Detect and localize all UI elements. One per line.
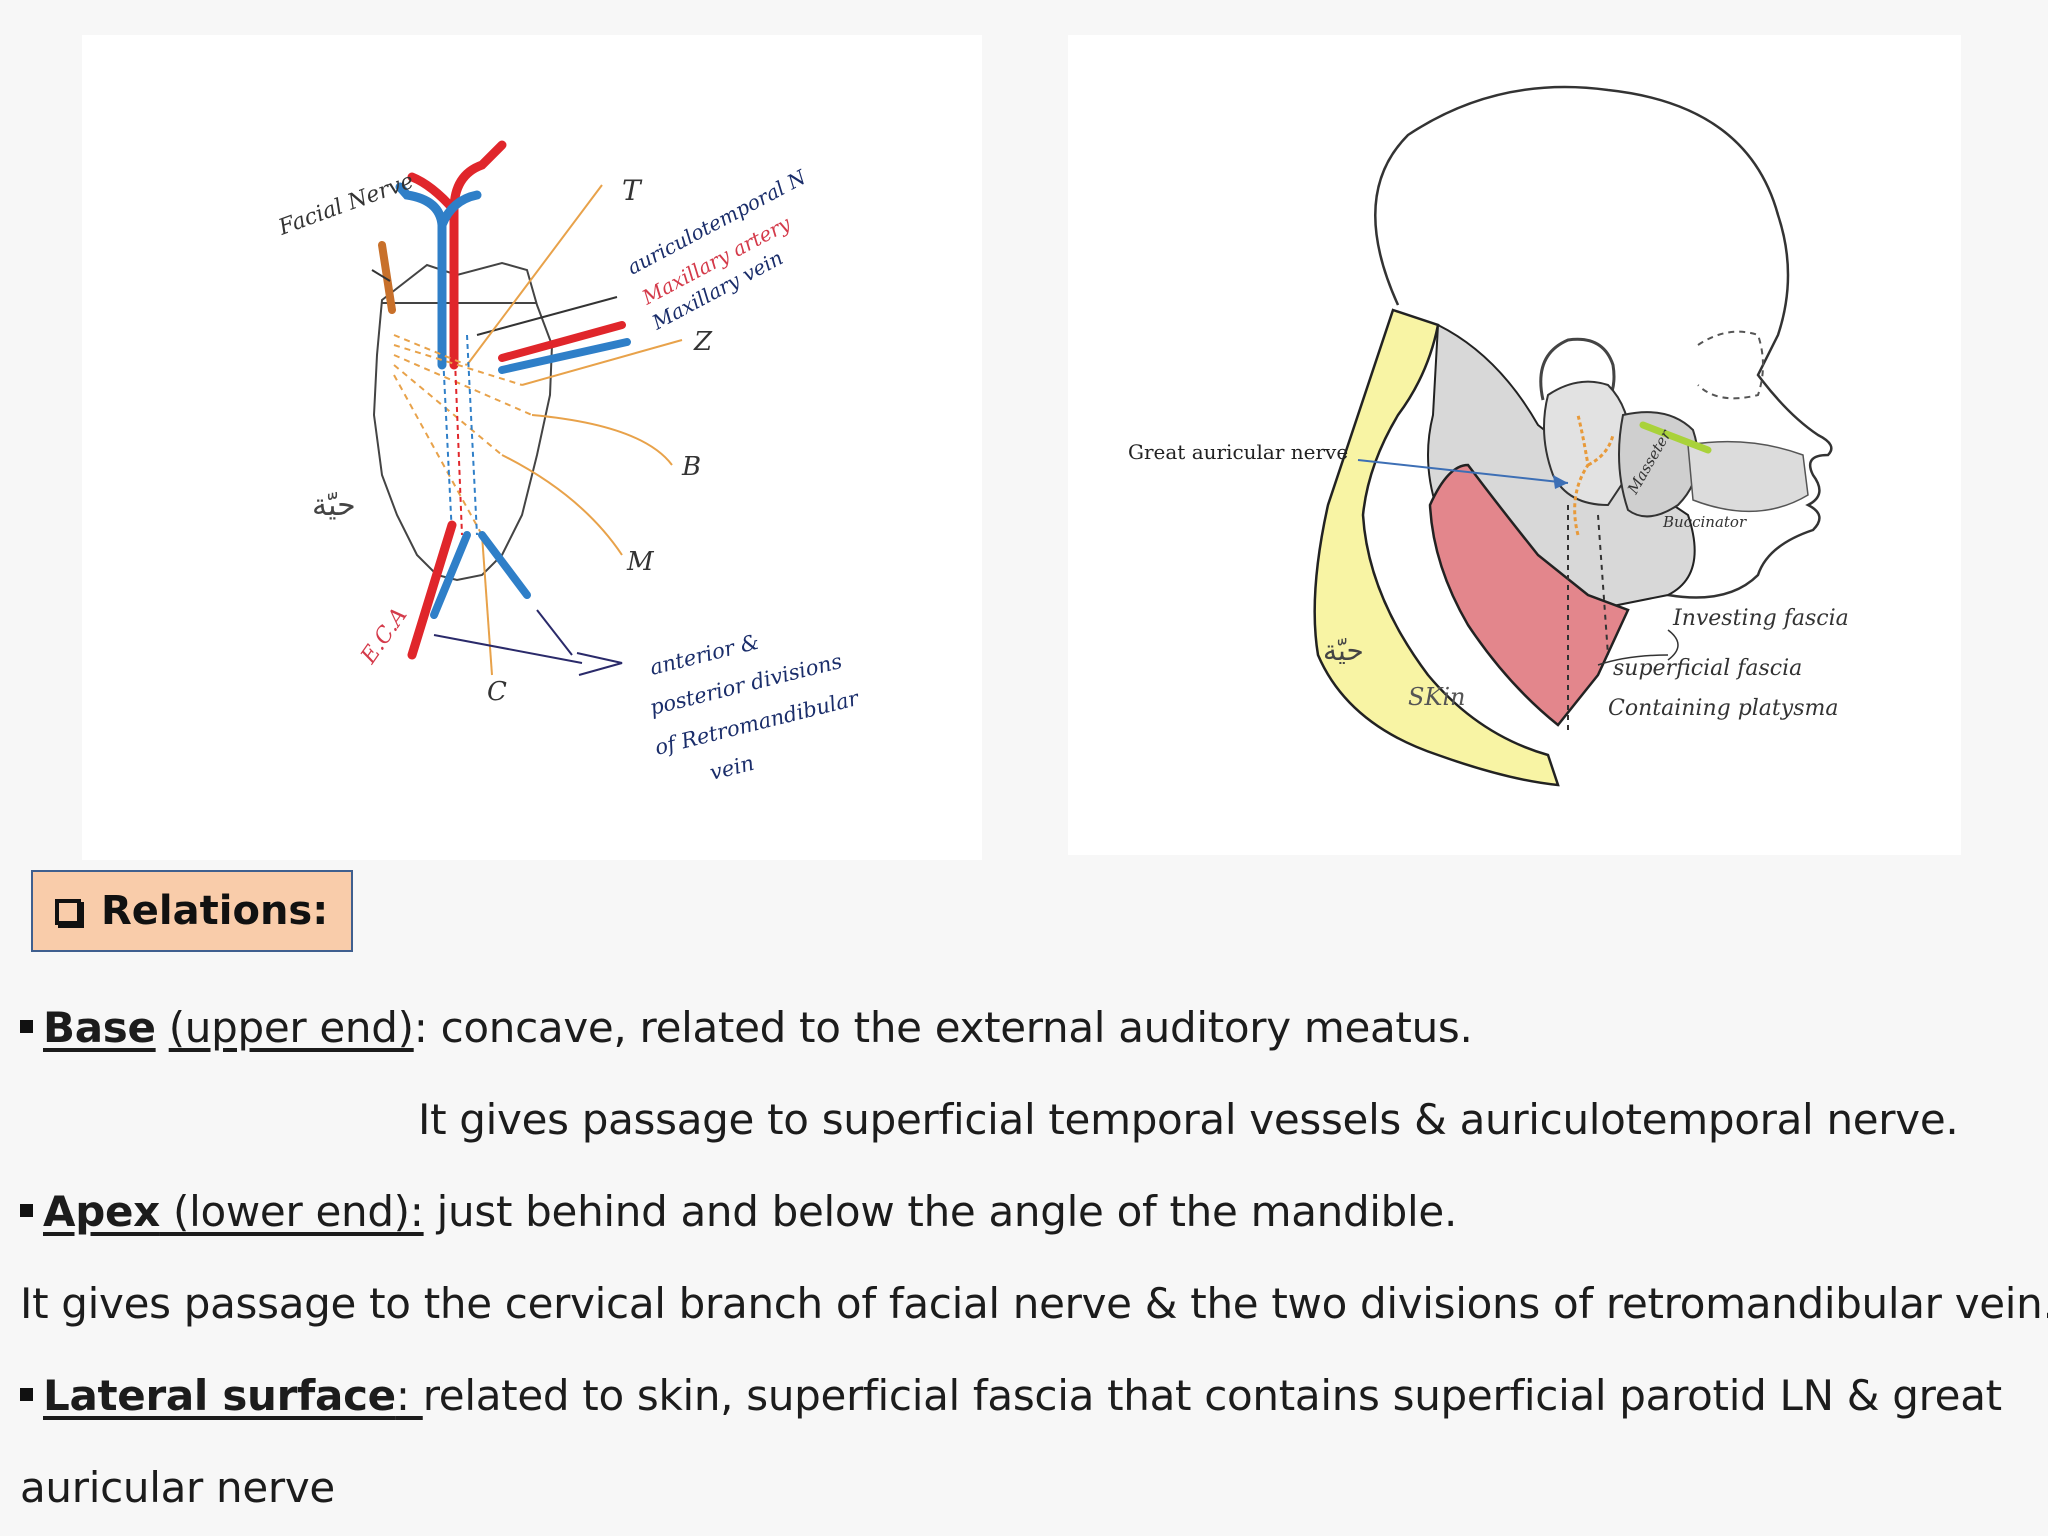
- retromandibular-anterior: [430, 531, 471, 619]
- base-rest: : concave, related to the external audit…: [413, 1003, 1473, 1052]
- base-passage-line: It gives passage to superficial temporal…: [418, 1090, 1959, 1150]
- facial-nerve-stub: [378, 241, 396, 314]
- label-superficial-2: Containing platysma: [1608, 696, 1838, 721]
- apex-line: Apex (lower end): just behind and below …: [20, 1182, 1457, 1242]
- square-bullet-icon: [20, 1020, 33, 1033]
- vein-top: [395, 182, 482, 370]
- label-great-auricular: Great auricular nerve: [1128, 440, 1348, 464]
- label-facial-nerve: Facial Nerve: [275, 169, 418, 241]
- label-arabic-mark: حيّة: [312, 488, 356, 523]
- head-neck-diagram-right: Great auricular nerve Masseter Buccinato…: [1068, 35, 1961, 855]
- skin-layer: [1313, 308, 1560, 787]
- great-auricular-nerve-line: [1573, 414, 1615, 536]
- parotid-sketch-svg: Facial Nerve T auriculotemporal N Maxill…: [275, 140, 863, 785]
- parotid-gland-outline: [372, 261, 554, 582]
- label-c: C: [487, 677, 507, 707]
- lateral-colon: :: [395, 1371, 423, 1420]
- apex-rest: just behind and below the angle of the m…: [423, 1187, 1458, 1236]
- label-investing: Investing fascia: [1672, 606, 1849, 631]
- label-b: B: [681, 452, 701, 482]
- square-bullet-icon: [20, 1204, 33, 1217]
- label-divisions-4: vein: [707, 751, 756, 785]
- checkbox-icon: [55, 899, 81, 925]
- label-skin: SKin: [1408, 683, 1466, 711]
- relations-header: Relations:: [31, 870, 353, 952]
- apex-paren: (lower end):: [159, 1187, 424, 1236]
- head-neck-svg: Great auricular nerve Masseter Buccinato…: [1128, 85, 1849, 787]
- external-carotid-artery: [407, 520, 457, 660]
- base-line: Base (upper end): concave, related to th…: [20, 998, 1473, 1058]
- retromandibular-posterior: [478, 531, 531, 599]
- label-m: M: [626, 547, 655, 577]
- head-outline: [1374, 85, 1833, 599]
- buccinator: [1687, 440, 1809, 513]
- great-auricular-pointer: [1357, 459, 1569, 484]
- label-t: T: [622, 174, 643, 207]
- parotid-diagram-left: Facial Nerve T auriculotemporal N Maxill…: [82, 35, 982, 860]
- label-buccinator: Buccinator: [1662, 513, 1747, 531]
- base-term: Base: [43, 1003, 156, 1052]
- label-arabic-mark-right: حيّة: [1323, 634, 1364, 667]
- lateral-line-2: auricular nerve: [20, 1458, 335, 1518]
- lateral-term: Lateral surface: [43, 1371, 396, 1420]
- parotid-duct: [1639, 421, 1712, 454]
- relations-title: Relations:: [101, 888, 329, 934]
- apex-passage-line: It gives passage to the cervical branch …: [20, 1274, 2048, 1334]
- square-bullet-icon: [20, 1388, 33, 1401]
- platysma-muscle: [1428, 463, 1630, 727]
- label-superficial-1: superficial fascia: [1613, 656, 1802, 681]
- base-paren: (upper end): [168, 1003, 414, 1052]
- lateral-rest-2: auricular nerve: [20, 1463, 335, 1512]
- parotid-gland: [1543, 380, 1632, 507]
- label-eca: E.C.A: [356, 603, 413, 669]
- label-z: Z: [693, 327, 713, 357]
- maxillary-artery: [498, 321, 626, 362]
- maxillary-vein: [498, 338, 631, 374]
- lateral-rest: related to skin, superficial fascia that…: [422, 1371, 2002, 1420]
- lateral-line: Lateral surface: related to skin, superf…: [20, 1366, 2002, 1426]
- apex-passage: It gives passage to the cervical branch …: [20, 1279, 2048, 1328]
- apex-term: Apex: [43, 1187, 160, 1236]
- base-passage: It gives passage to superficial temporal…: [418, 1095, 1959, 1144]
